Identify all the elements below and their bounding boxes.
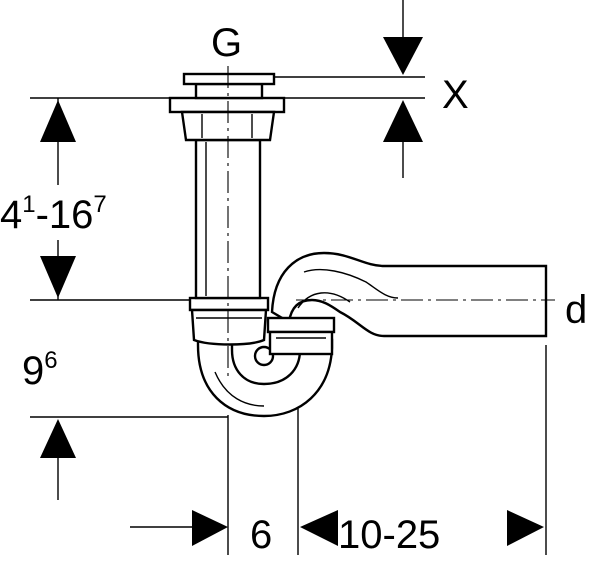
- label-depth-sup: 6: [44, 347, 57, 374]
- arrow-x-bottom: [383, 100, 423, 142]
- label-width-range: 10-25: [338, 513, 440, 557]
- arrow-height-up: [40, 100, 76, 142]
- arrow-width-mid: [300, 510, 338, 546]
- siphon-drain-head: [168, 72, 286, 142]
- label-x: X: [442, 73, 469, 117]
- label-height-main: 4: [0, 193, 22, 237]
- arrow-width-right: [507, 510, 544, 546]
- label-d: d: [565, 288, 587, 332]
- label-height: 41-167: [0, 191, 107, 237]
- siphon-outlet-arm: [270, 251, 555, 338]
- label-depth-main: 9: [22, 349, 44, 393]
- label-height-mid: -16: [36, 193, 94, 237]
- label-height-sup2: 7: [93, 191, 106, 218]
- dimension-arrows: [40, 37, 544, 546]
- label-height-sup1: 1: [22, 191, 35, 218]
- arrow-depth-up: [40, 419, 76, 458]
- label-width-inner: 6: [250, 513, 272, 557]
- siphon-riser-coupling: [266, 316, 336, 356]
- label-depth: 96: [22, 347, 58, 393]
- arrow-x-top: [383, 37, 423, 75]
- label-g: G: [211, 21, 242, 65]
- arrow-width-left: [192, 510, 228, 546]
- arrow-height-down: [40, 256, 76, 298]
- siphon-left-nut: [188, 296, 270, 346]
